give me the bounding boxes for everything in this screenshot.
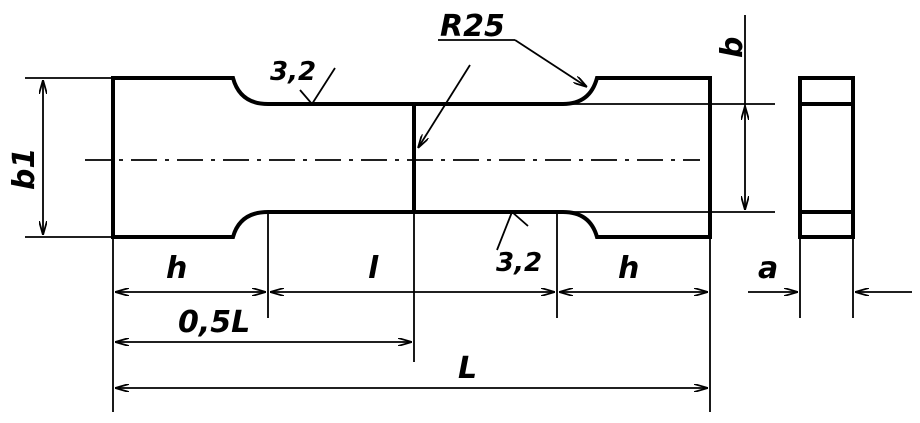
total-length-label: L (458, 351, 477, 386)
half-length-label: 0,5L (178, 305, 250, 340)
roughness-bottom-label: 3,2 (496, 248, 542, 278)
l-label: l (368, 251, 379, 286)
side-view-outline (798, 76, 855, 239)
r25-label: R25 (440, 9, 505, 44)
a-label: a (758, 251, 778, 286)
roughness-top-symbol (299, 67, 336, 106)
b1-label: b1 (7, 148, 42, 190)
section-pointer (418, 64, 471, 148)
specimen-outline (111, 76, 712, 239)
b-label: b (715, 37, 750, 58)
roughness-top-label: 3,2 (270, 57, 316, 87)
h-right-label: h (618, 251, 639, 286)
roughness-bottom-symbol (496, 210, 529, 251)
r25-leader (514, 39, 587, 87)
h-left-label: h (166, 251, 187, 286)
